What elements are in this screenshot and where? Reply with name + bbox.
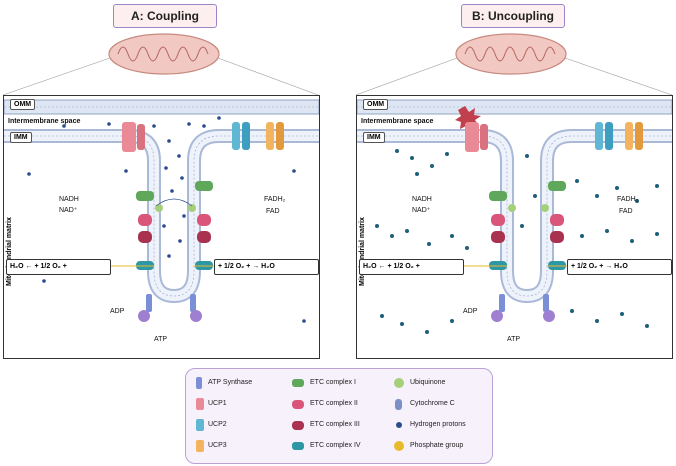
- nad-label-b: NAD⁺: [412, 207, 431, 214]
- fad-label: FAD: [266, 208, 280, 215]
- panel-a-title: A: Coupling: [113, 4, 217, 28]
- water-equation-right-b-text: + 1/2 O₂ + → H₂O: [571, 263, 628, 270]
- ucp2-icon: [232, 122, 250, 150]
- imm-label-b: IMM: [363, 132, 385, 143]
- water-equation-right-b: + 1/2 O₂ + → H₂O: [567, 259, 672, 275]
- matrix-label-b: Mitochondrial matrix: [359, 217, 366, 286]
- legend-icons: [196, 377, 404, 452]
- legend-cytochrome-c: Cytochrome C: [410, 400, 455, 407]
- legend-atp-synthase: ATP Synthase: [208, 379, 253, 386]
- legend-complex-i: ETC complex I: [310, 379, 356, 386]
- proton-cluster-a: [27, 116, 306, 323]
- complex-i-right-icon: [195, 181, 213, 191]
- fad-label-b: FAD: [619, 208, 633, 215]
- adp-label-b: ADP: [463, 308, 478, 315]
- complex-iii-icon: [138, 231, 152, 243]
- legend-ucp3: UCP3: [208, 442, 227, 449]
- atp-synthase-icon: [138, 294, 152, 322]
- legend-ucp1: UCP1: [208, 400, 227, 407]
- complex-ii-icon: [138, 214, 152, 226]
- omm-label-b: OMM: [363, 99, 389, 110]
- water-equation-left-b: H₂O ← + 1/2 O₂ +: [359, 259, 464, 275]
- legend-ucp2: UCP2: [208, 421, 227, 428]
- legend-phosphate-group: Phosphate group: [410, 442, 464, 449]
- water-equation-left-text: H₂O ← + 1/2 O₂ +: [10, 263, 67, 270]
- legend-complex-iv: ETC complex IV: [310, 442, 361, 449]
- complex-ii-right-icon: [197, 214, 211, 226]
- water-equation-right: + 1/2 O₂ + → H₂O: [214, 259, 319, 275]
- legend-complex-iii: ETC complex III: [310, 421, 360, 428]
- intermembrane-label: Intermembrane space: [8, 118, 81, 125]
- water-equation-right-text: + 1/2 O₂ + → H₂O: [218, 263, 275, 270]
- fadh2-label: FADH₂: [264, 196, 286, 203]
- mitochondrion-a-icon: [108, 33, 220, 75]
- panel-b-title: B: Uncoupling: [461, 4, 565, 28]
- water-equation-left-b-text: H₂O ← + 1/2 O₂ +: [363, 263, 420, 270]
- legend-ubiquinone: Ubiquinone: [410, 379, 446, 386]
- panel-b-drawing: [357, 99, 672, 334]
- atp-label-b: ATP: [507, 336, 521, 343]
- ucp1-icon: [122, 122, 145, 152]
- fadh2-label-b: FADH₂: [617, 196, 639, 203]
- legend-hydrogen-protons: Hydrogen protons: [410, 421, 466, 428]
- water-equation-left: H₂O ← + 1/2 O₂ +: [6, 259, 111, 275]
- mitochondrion-b-icon: [455, 33, 567, 75]
- omm-label: OMM: [10, 99, 36, 110]
- panel-a-coupling: OMM Intermembrane space IMM Mitochondria…: [3, 95, 320, 359]
- panel-a-drawing: [4, 99, 319, 323]
- legend-complex-ii: ETC complex II: [310, 400, 358, 407]
- ucp2-b-icon: [595, 122, 613, 150]
- adp-label: ADP: [110, 308, 125, 315]
- panel-b-uncoupling: OMM Intermembrane space IMM Mitochondria…: [356, 95, 673, 359]
- nad-label: NAD⁺: [59, 207, 78, 214]
- nadh-label: NADH: [59, 196, 79, 203]
- ucp1-b-icon: [465, 122, 488, 152]
- complex-i-icon: [136, 191, 154, 201]
- matrix-label: Mitochondrial matrix: [6, 217, 13, 286]
- atp-label: ATP: [154, 336, 168, 343]
- proton-cluster-b: [375, 149, 659, 334]
- atp-synthase-right-icon: [190, 294, 202, 322]
- complex-iii-right-icon: [197, 231, 211, 243]
- nadh-label-b: NADH: [412, 196, 432, 203]
- imm-label: IMM: [10, 132, 32, 143]
- legend: ATP Synthase UCP1 UCP2 UCP3 ETC complex …: [185, 368, 493, 464]
- ucp3-icon: [266, 122, 284, 150]
- ucp3-b-icon: [625, 122, 643, 150]
- intermembrane-label-b: Intermembrane space: [361, 118, 434, 125]
